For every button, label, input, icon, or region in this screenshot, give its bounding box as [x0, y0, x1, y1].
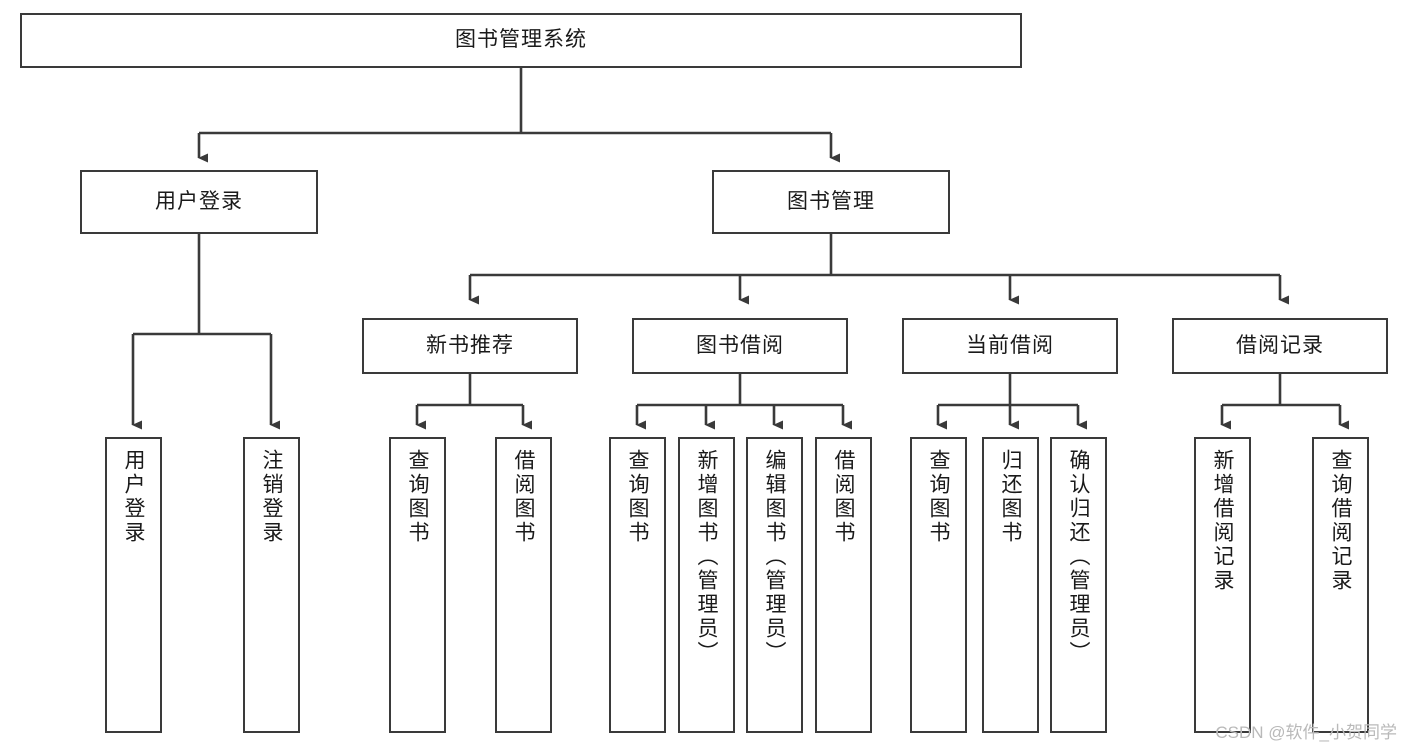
node-root-label: 图书管理系统 — [455, 28, 587, 52]
csdn-watermark: CSDN @软件_小贺同学 — [1215, 723, 1397, 742]
node-query-book-1[interactable]: 查询图书 — [389, 437, 446, 733]
node-query-borrow-record[interactable]: 查询借阅记录 — [1312, 437, 1369, 733]
node-user-login-label: 用户登录 — [155, 189, 243, 213]
node-book-management[interactable]: 图书管理 — [712, 170, 950, 234]
node-borrow-book-2[interactable]: 借阅图书 — [815, 437, 872, 733]
node-add-borrow-record[interactable]: 新增借阅记录 — [1194, 437, 1251, 733]
node-book-borrow-label: 图书借阅 — [696, 333, 784, 357]
node-borrow-book-1-label: 借阅图书 — [512, 449, 535, 545]
node-borrow-book-2-label: 借阅图书 — [832, 449, 855, 545]
node-new-book-recommend-label: 新书推荐 — [426, 333, 514, 357]
node-book-management-label: 图书管理 — [787, 189, 875, 213]
node-add-book[interactable]: 新增图书（管理员） — [678, 437, 735, 733]
node-user-login-leaf-label: 用户登录 — [122, 449, 145, 545]
node-query-book-1-label: 查询图书 — [406, 449, 429, 545]
node-borrow-record-label: 借阅记录 — [1236, 333, 1324, 357]
node-current-borrow[interactable]: 当前借阅 — [902, 318, 1118, 374]
node-edit-book-label: 编辑图书（管理员） — [763, 449, 786, 665]
node-user-login-leaf[interactable]: 用户登录 — [105, 437, 162, 733]
node-confirm-return-label: 确认归还（管理员） — [1067, 449, 1090, 665]
node-query-book-2-label: 查询图书 — [626, 449, 649, 545]
node-user-login[interactable]: 用户登录 — [80, 170, 318, 234]
node-logout-leaf-label: 注销登录 — [260, 449, 283, 545]
node-query-book-3[interactable]: 查询图书 — [910, 437, 967, 733]
node-confirm-return[interactable]: 确认归还（管理员） — [1050, 437, 1107, 733]
node-query-book-3-label: 查询图书 — [927, 449, 950, 545]
node-query-borrow-record-label: 查询借阅记录 — [1329, 449, 1352, 593]
node-logout-leaf[interactable]: 注销登录 — [243, 437, 300, 733]
node-borrow-record[interactable]: 借阅记录 — [1172, 318, 1388, 374]
node-return-book-label: 归还图书 — [999, 449, 1022, 545]
node-root[interactable]: 图书管理系统 — [20, 13, 1022, 68]
node-book-borrow[interactable]: 图书借阅 — [632, 318, 848, 374]
node-new-book-recommend[interactable]: 新书推荐 — [362, 318, 578, 374]
node-borrow-book-1[interactable]: 借阅图书 — [495, 437, 552, 733]
node-return-book[interactable]: 归还图书 — [982, 437, 1039, 733]
node-add-borrow-record-label: 新增借阅记录 — [1211, 449, 1234, 593]
node-query-book-2[interactable]: 查询图书 — [609, 437, 666, 733]
node-add-book-label: 新增图书（管理员） — [695, 449, 718, 665]
node-current-borrow-label: 当前借阅 — [966, 333, 1054, 357]
node-edit-book[interactable]: 编辑图书（管理员） — [746, 437, 803, 733]
